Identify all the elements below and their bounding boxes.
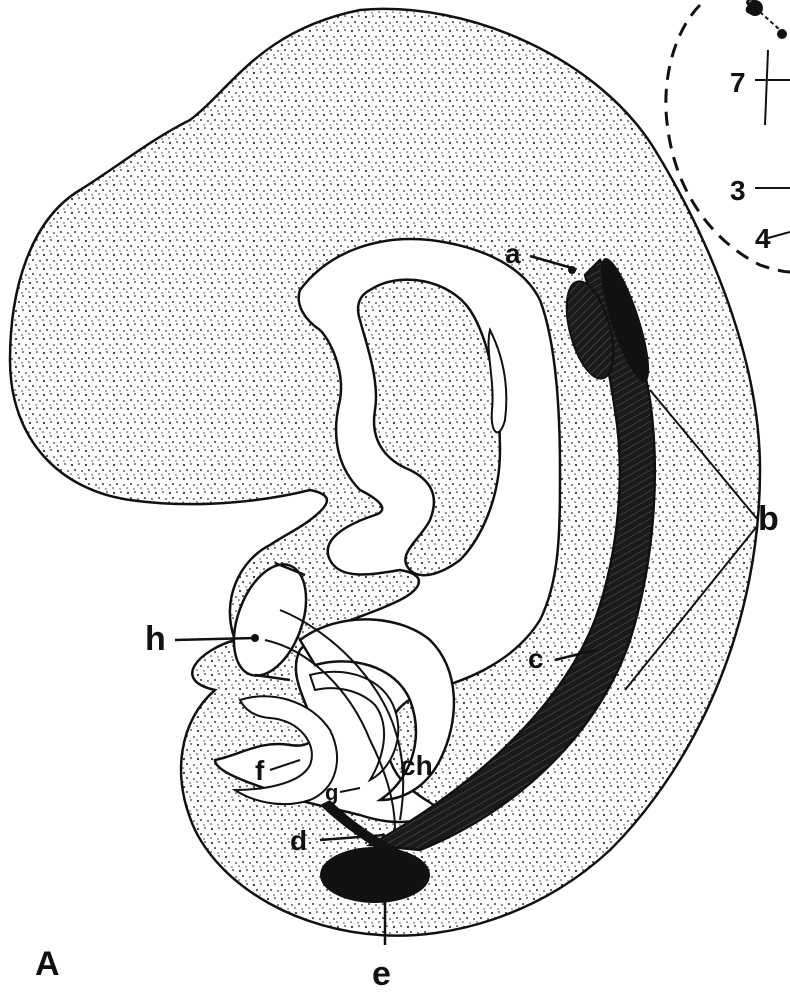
label-g: g: [325, 780, 338, 805]
leader-h-dot: [251, 634, 259, 642]
label-f: f: [255, 755, 265, 786]
bottom-blob: [320, 847, 430, 903]
label-c: c: [528, 643, 544, 674]
inset-number-4: 4: [755, 223, 771, 254]
panel-label: A: [35, 945, 60, 983]
label-b: b: [758, 500, 779, 538]
inset-number-3: 3: [730, 175, 746, 206]
inset-number-7: 7: [730, 67, 746, 98]
label-e: e: [372, 955, 391, 993]
leader-a-dot: [568, 266, 576, 274]
label-d: d: [290, 825, 307, 856]
label-h: h: [145, 620, 166, 658]
inset-number-8: 8: [745, 0, 757, 19]
label-a: a: [505, 238, 521, 269]
label-ch: ch: [400, 750, 433, 781]
inset-dot-8b: [777, 29, 787, 39]
inset-leader-8: [760, 12, 780, 30]
inset-stroke-7: [765, 50, 768, 125]
inset-leader-4: [768, 232, 790, 238]
